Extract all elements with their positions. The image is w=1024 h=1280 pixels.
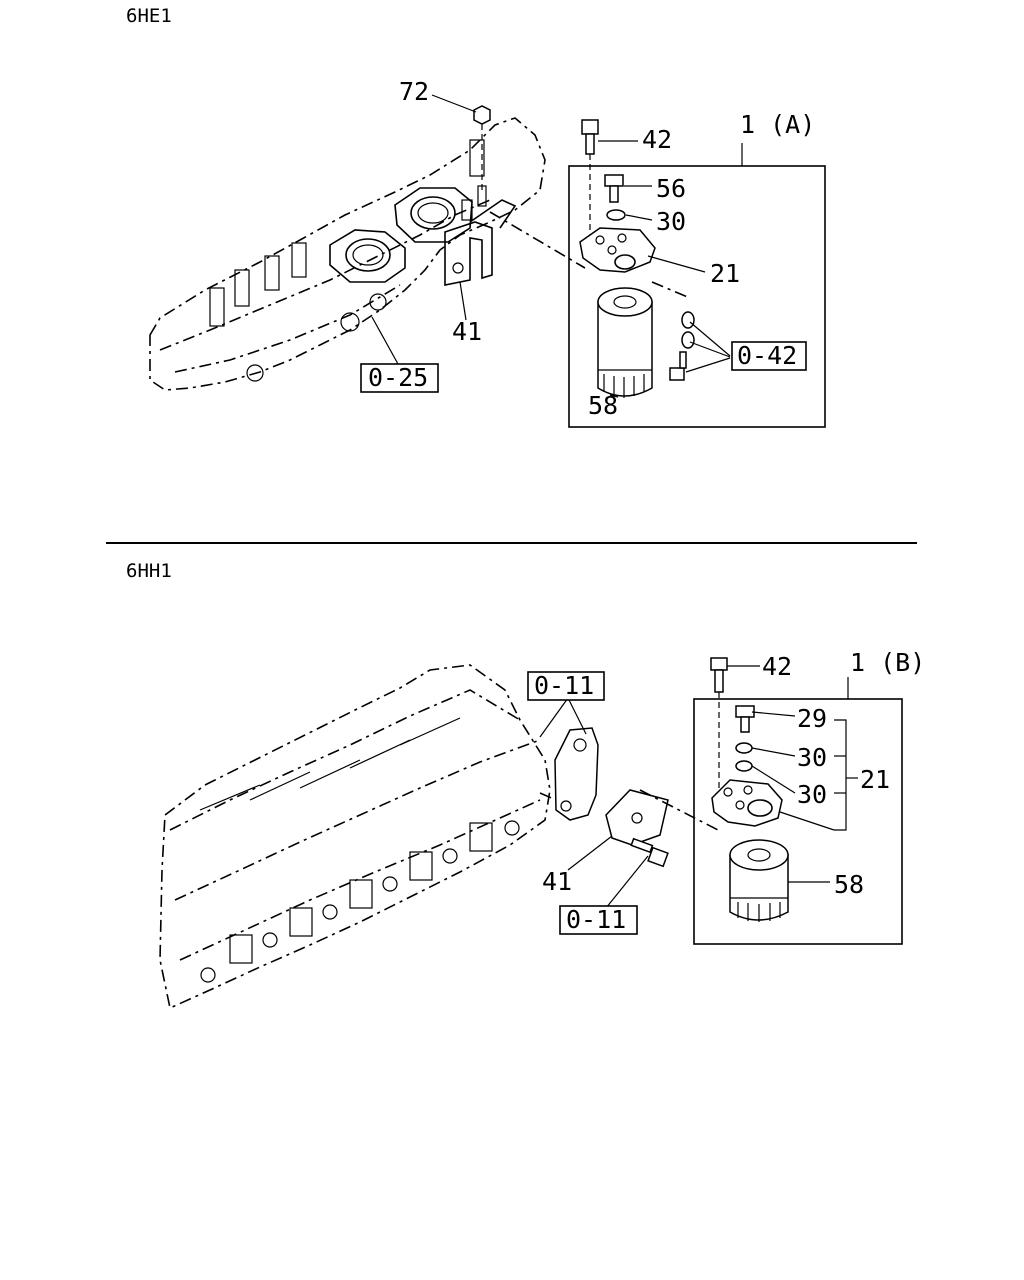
washer-30a-6hh1 — [735, 742, 753, 754]
mounting-plate-0-11 — [539, 727, 599, 821]
callout-41-6hh1: 41 — [542, 867, 572, 896]
mount-leader-6he1 — [489, 211, 586, 269]
assembly-label-1a: 1 (A) — [740, 110, 815, 139]
bolt-0-11 — [630, 837, 669, 868]
oil-filter-58-6hh1 — [729, 839, 789, 922]
assembly-box-1b — [693, 698, 903, 945]
washer-30b-6hh1 — [735, 760, 753, 772]
ref-0-11-bottom: 0-11 — [566, 905, 626, 934]
bolt-56 — [604, 174, 624, 203]
bolt-42-6hh1 — [710, 657, 728, 790]
ref-0-25: 0-25 — [368, 363, 428, 392]
leaders-6hh1 — [539, 665, 858, 909]
callout-42-6he1: 42 — [642, 125, 672, 154]
callout-30-6he1: 30 — [656, 207, 686, 236]
callout-21-6hh1: 21 — [860, 765, 890, 794]
callout-42-6hh1: 42 — [762, 652, 792, 681]
exhaust-manifold-6he1 — [149, 117, 546, 391]
leaders-6he1 — [371, 94, 743, 398]
cylinder-head-6hh1 — [159, 664, 551, 1010]
ref-box-0-11-top — [527, 671, 605, 701]
assembly-label-1b: 1 (B) — [850, 648, 925, 677]
ref-box-0-42 — [731, 341, 807, 371]
hardware-0-42-group — [651, 281, 695, 381]
callout-58-6hh1: 58 — [834, 870, 864, 899]
callout-72: 72 — [399, 77, 429, 106]
callout-29: 29 — [797, 704, 827, 733]
engine-title-6he1: 6HE1 — [126, 5, 172, 27]
mount-leader-6hh1 — [639, 789, 719, 831]
callout-58-6he1: 58 — [588, 391, 618, 420]
engine-title-6hh1: 6HH1 — [126, 560, 172, 582]
washer-30-6he1 — [606, 209, 626, 221]
callout-30b-6hh1: 30 — [797, 780, 827, 809]
callout-56: 56 — [656, 174, 686, 203]
bolt-42-6he1 — [581, 119, 599, 240]
ref-box-0-11-bottom — [559, 905, 638, 935]
callout-41-6he1: 41 — [452, 317, 482, 346]
oil-filter-58-6he1 — [597, 287, 653, 398]
filter-head-21-6hh1 — [711, 779, 783, 827]
assembly-box-1a — [568, 165, 826, 428]
callout-21-6he1: 21 — [710, 259, 740, 288]
filter-head-21-6he1 — [579, 227, 656, 273]
nut-72 — [473, 105, 491, 207]
ref-0-42: 0-42 — [737, 341, 797, 370]
bracket-41-6he1 — [444, 199, 517, 286]
ref-0-11-top: 0-11 — [534, 671, 594, 700]
ref-box-0-25 — [360, 363, 439, 393]
bolt-29 — [735, 705, 755, 733]
callout-30a-6hh1: 30 — [797, 743, 827, 772]
bracket-41-6hh1 — [605, 789, 669, 846]
